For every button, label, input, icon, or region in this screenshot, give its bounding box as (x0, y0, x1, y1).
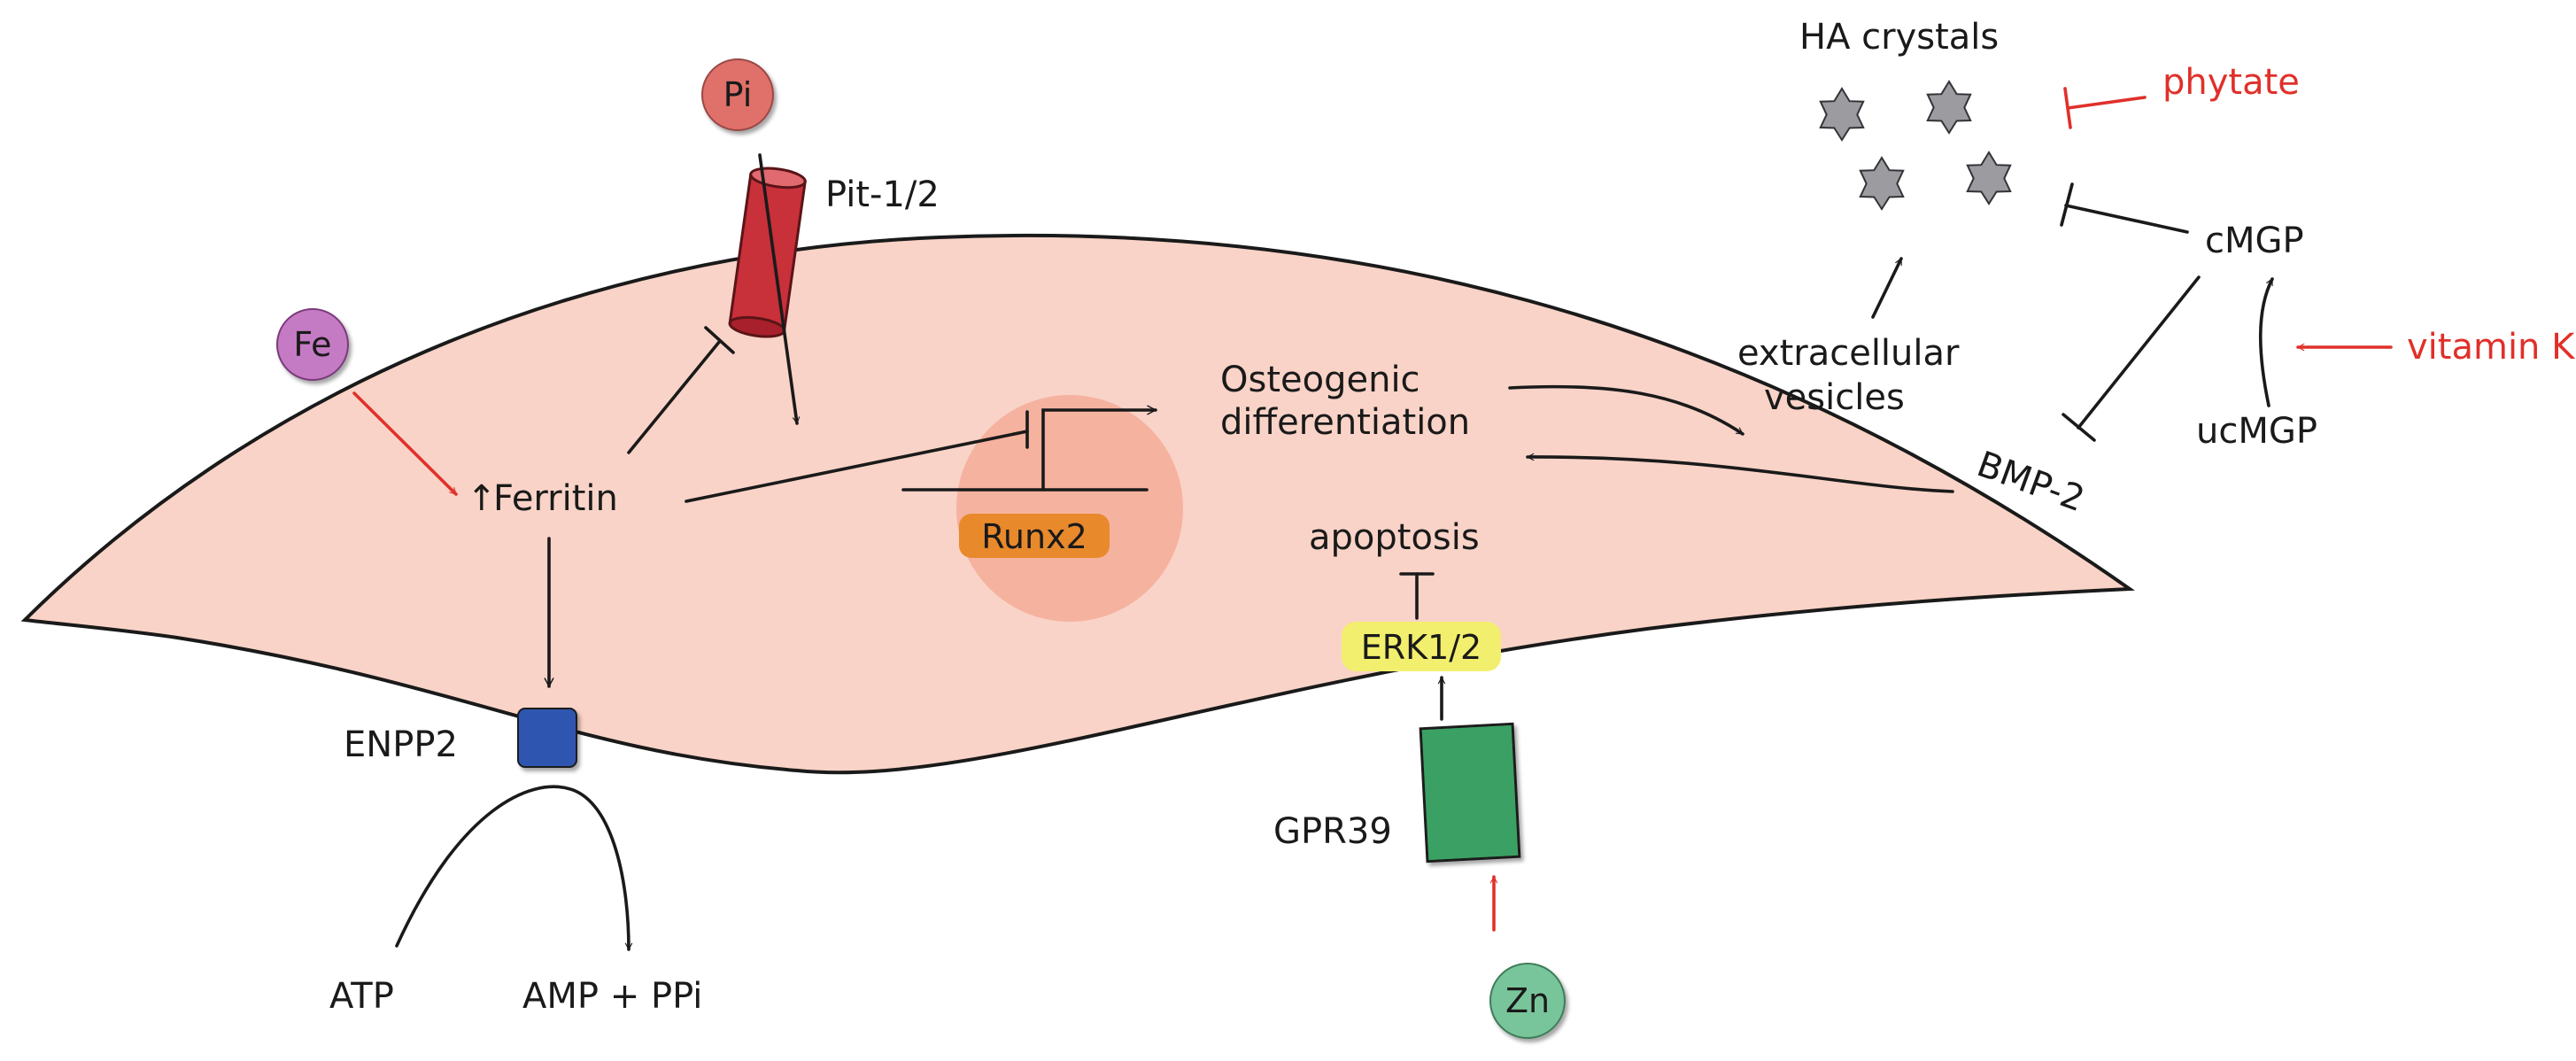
erk-label: ERK1/2 (1361, 628, 1482, 667)
cmgp-inhibits-ha-line (2064, 204, 2189, 234)
ha-crystal (1926, 80, 1972, 135)
ha-crystal (1819, 87, 1865, 142)
ferritin-inhibits-pit-bar (704, 326, 735, 354)
ha-crystal (1966, 151, 2012, 205)
pi-node (701, 58, 774, 131)
vitk-label: vitamin K (2407, 327, 2576, 368)
transcription-start-arrow (1041, 405, 1157, 492)
ucmgp-to-cmgp-arrow (2258, 277, 2274, 407)
pi-influx-arrow (758, 153, 801, 425)
cmgp-label: cMGP (2205, 221, 2304, 261)
enpp2-label: ENPP2 (344, 724, 458, 765)
ferritin-inhibits-runx2-line (685, 430, 1029, 503)
vesicles-label-line1: extracellular (1737, 333, 1960, 374)
ha-crystal-cluster (1819, 80, 2012, 211)
apoptosis-label: apoptosis (1309, 517, 1480, 558)
gpr39-label: GPR39 (1273, 811, 1392, 852)
nucleus (956, 395, 1183, 622)
pit-channel (728, 167, 807, 338)
bmp2-to-osteogenic-arrow (1526, 453, 1954, 493)
vesicles-label-line2: vesicles (1764, 377, 1905, 418)
atp-hydrolysis-arrow (395, 785, 633, 951)
ferritin-up-arrow: ↑ (467, 478, 497, 519)
pit-label: Pit-1/2 (825, 174, 940, 215)
phytate-label: phytate (2162, 62, 2300, 103)
zn-node (1489, 963, 1566, 1039)
gpr39-receptor (1419, 722, 1521, 864)
runx2-label: Runx2 (981, 517, 1087, 556)
zn-label: Zn (1505, 981, 1550, 1020)
cmgp-inhibits-ha-bar (2060, 182, 2074, 227)
pi-label: Pi (723, 75, 753, 114)
fe-node (276, 308, 349, 381)
erk-highlight (1342, 622, 1501, 671)
enpp2-enzyme (517, 708, 577, 768)
phytate-inhibition-bar (2063, 87, 2072, 129)
atp-label: ATP (329, 976, 394, 1017)
cmgp-inhibits-bmp2-bar (2062, 413, 2096, 442)
phytate-inhibition-line (2066, 96, 2147, 110)
ferritin-inhibits-pit-line (627, 339, 722, 454)
fe-to-ferritin-arrow (352, 391, 458, 496)
ferritin-label: Ferritin (493, 478, 618, 519)
amp-ppi-label: AMP + PPi (522, 976, 702, 1017)
ha-crystal (1859, 156, 1905, 211)
fe-label: Fe (293, 325, 331, 364)
runx2-box (959, 514, 1110, 558)
osteogenic-label-line2: differentiation (1220, 402, 1470, 443)
cmgp-inhibits-bmp2-line (2077, 275, 2201, 430)
vesicles-to-ha-arrow (1871, 257, 1903, 319)
ha-crystals-label: HA crystals (1799, 17, 1999, 58)
osteogenic-to-vesicles-arrow (1508, 384, 1744, 436)
osteogenic-label-line1: Osteogenic (1220, 360, 1420, 400)
ucmgp-label: ucMGP (2196, 411, 2317, 452)
